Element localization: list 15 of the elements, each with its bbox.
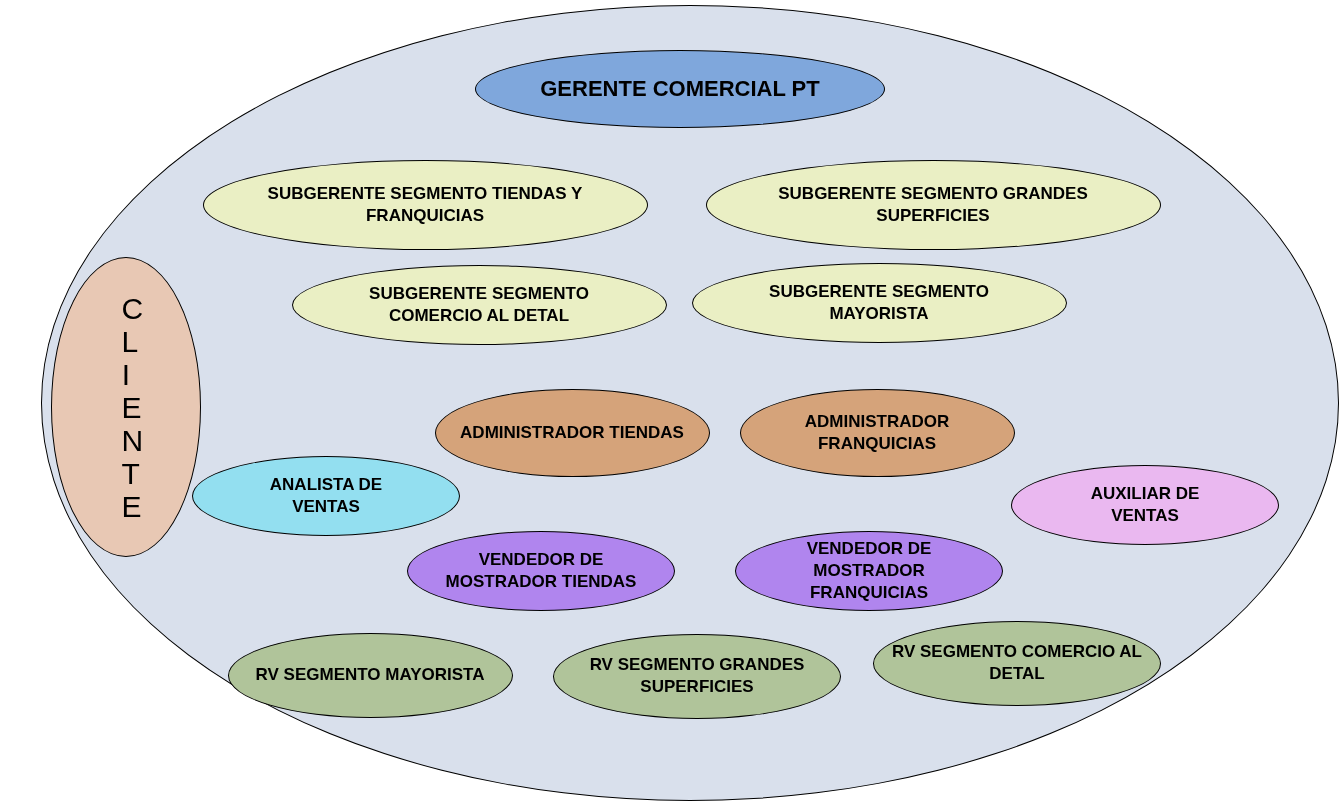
role-label: SUBGERENTE SEGMENTO TIENDAS Y FRANQUICIAS <box>266 182 584 227</box>
role-label: ADMINISTRADOR TIENDAS <box>460 421 684 444</box>
role-label: RV SEGMENTO GRANDES SUPERFICIES <box>588 653 806 698</box>
role-label: RV SEGMENTO MAYORISTA <box>255 663 485 686</box>
role-label: SUBGERENTE SEGMENTO MAYORISTA <box>768 280 990 325</box>
vertical-label: CLIENTE <box>120 291 146 523</box>
role-label: SUBGERENTE SEGMENTO GRANDES SUPERFICIES <box>777 182 1089 227</box>
role-label: ADMINISTRADOR FRANQUICIAS <box>803 410 951 455</box>
role-label: VENDEDOR DE MOSTRADOR FRANQUICIAS <box>805 537 933 605</box>
role-label: GERENTE COMERCIAL PT <box>540 74 820 103</box>
role-label: SUBGERENTE SEGMENTO COMERCIO AL DETAL <box>368 282 590 327</box>
role-label: ANALISTA DE VENTAS <box>268 473 384 518</box>
role-label: VENDEDOR DE MOSTRADOR TIENDAS <box>444 548 638 593</box>
role-label: RV SEGMENTO COMERCIO AL DETAL <box>891 640 1143 685</box>
role-label: AUXILIAR DE VENTAS <box>1089 482 1201 527</box>
